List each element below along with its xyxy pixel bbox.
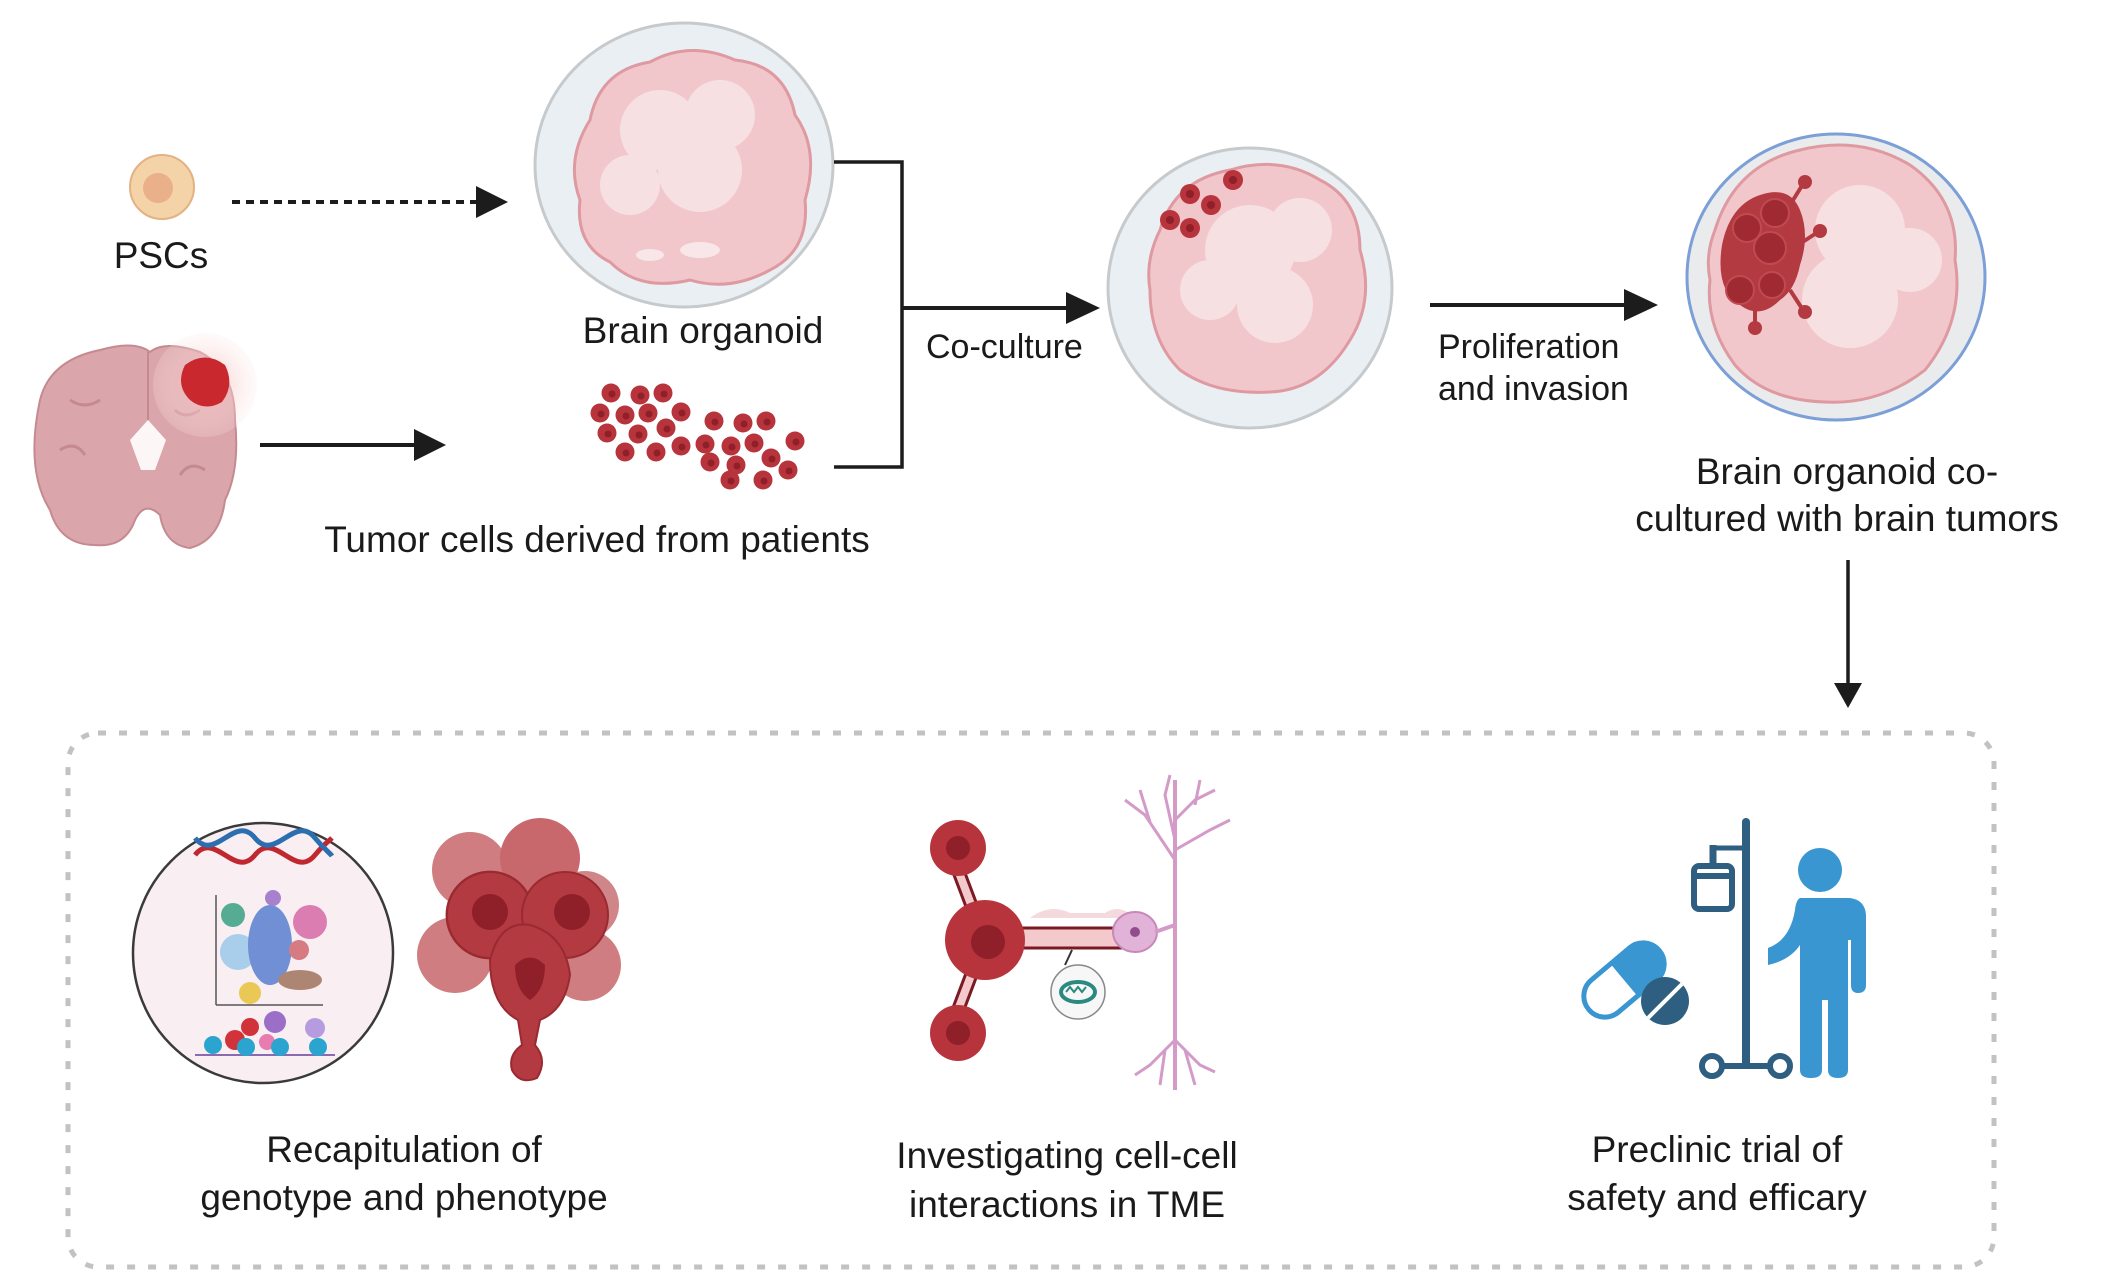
tumor-cell-core — [727, 477, 735, 485]
app3-label-line2: safety and efficary — [1567, 1177, 1867, 1218]
arrowhead-icon — [1624, 289, 1658, 321]
tumor-cell-core — [637, 392, 645, 400]
tumor-cell-core — [751, 440, 759, 448]
mitochondrion-icon — [1050, 949, 1106, 1020]
app2-label-line2: interactions in TME — [909, 1184, 1225, 1225]
tumor-cell-core — [622, 449, 630, 457]
iv-drip-icon — [1691, 818, 1793, 1079]
tumor-cell-core — [635, 431, 643, 439]
tumor-cell-core — [678, 409, 686, 417]
pill-icon — [1581, 940, 1689, 1025]
stem-cell-icon — [129, 154, 195, 220]
tumor-cell-core — [678, 443, 686, 451]
tumor-cell-core — [645, 410, 653, 418]
result-label-line1: Brain organoid co- — [1696, 451, 1998, 492]
brain-organoid-icon — [533, 21, 835, 309]
tumor-cell-core — [785, 467, 793, 475]
arrowhead-icon — [1834, 683, 1862, 708]
co-cultured-organoid-icon — [1106, 146, 1394, 430]
tumor-cell-core — [740, 420, 748, 428]
app1-label-line2: genotype and phenotype — [200, 1177, 607, 1218]
tumor-cell-core — [702, 441, 710, 449]
tumor-cells-icon — [590, 383, 805, 490]
app2-label-line1: Investigating cell-cell — [896, 1135, 1237, 1176]
tumor-cell-core — [663, 425, 671, 433]
arrowhead-icon — [1066, 292, 1100, 324]
arrowhead-icon — [414, 429, 446, 461]
genomics-circle-icon — [131, 821, 395, 1085]
tumor-cell-core — [707, 459, 715, 467]
tumor-cell-core — [604, 430, 612, 438]
app3-label-line1: Preclinic trial of — [1592, 1129, 1844, 1170]
proliferation-label-line2: and invasion — [1438, 370, 1629, 408]
tumor-cell-core — [733, 462, 741, 470]
brain-tumor-section-icon — [33, 333, 257, 550]
co-culture-label: Co-culture — [926, 328, 1083, 366]
tumor-cell-core — [728, 443, 736, 451]
invaded-organoid-icon — [1685, 132, 1987, 422]
app1-label-line1: Recapitulation of — [266, 1129, 542, 1170]
merge-bracket — [834, 160, 904, 469]
result-label-line2: cultured with brain tumors — [1635, 498, 2059, 539]
tumor-cell-core — [760, 477, 768, 485]
tumor-cluster-icon — [417, 818, 621, 1082]
arrowhead-icon — [476, 186, 508, 218]
tumor-microtube-network-icon — [930, 820, 1135, 1061]
proliferation-label-line1: Proliferation — [1438, 328, 1619, 366]
tumor-cell-core — [597, 410, 605, 418]
applications-frame — [65, 730, 1997, 1270]
tumor-cell-core — [622, 412, 630, 420]
tumor-cell-core — [653, 449, 661, 457]
tumor-cell-core — [792, 438, 800, 446]
tumor-cells-label: Tumor cells derived from patients — [324, 519, 870, 560]
tumor-cell-core — [608, 390, 616, 398]
tumor-cell-core — [711, 418, 719, 426]
tumor-cell-core — [660, 390, 668, 398]
tumor-cell-core — [763, 418, 771, 426]
tumor-cell-core — [768, 455, 776, 463]
brain-organoid-label: Brain organoid — [583, 310, 824, 351]
neuron-icon — [1112, 774, 1231, 1090]
patient-icon — [1768, 848, 1866, 1078]
pscs-label: PSCs — [114, 235, 209, 276]
